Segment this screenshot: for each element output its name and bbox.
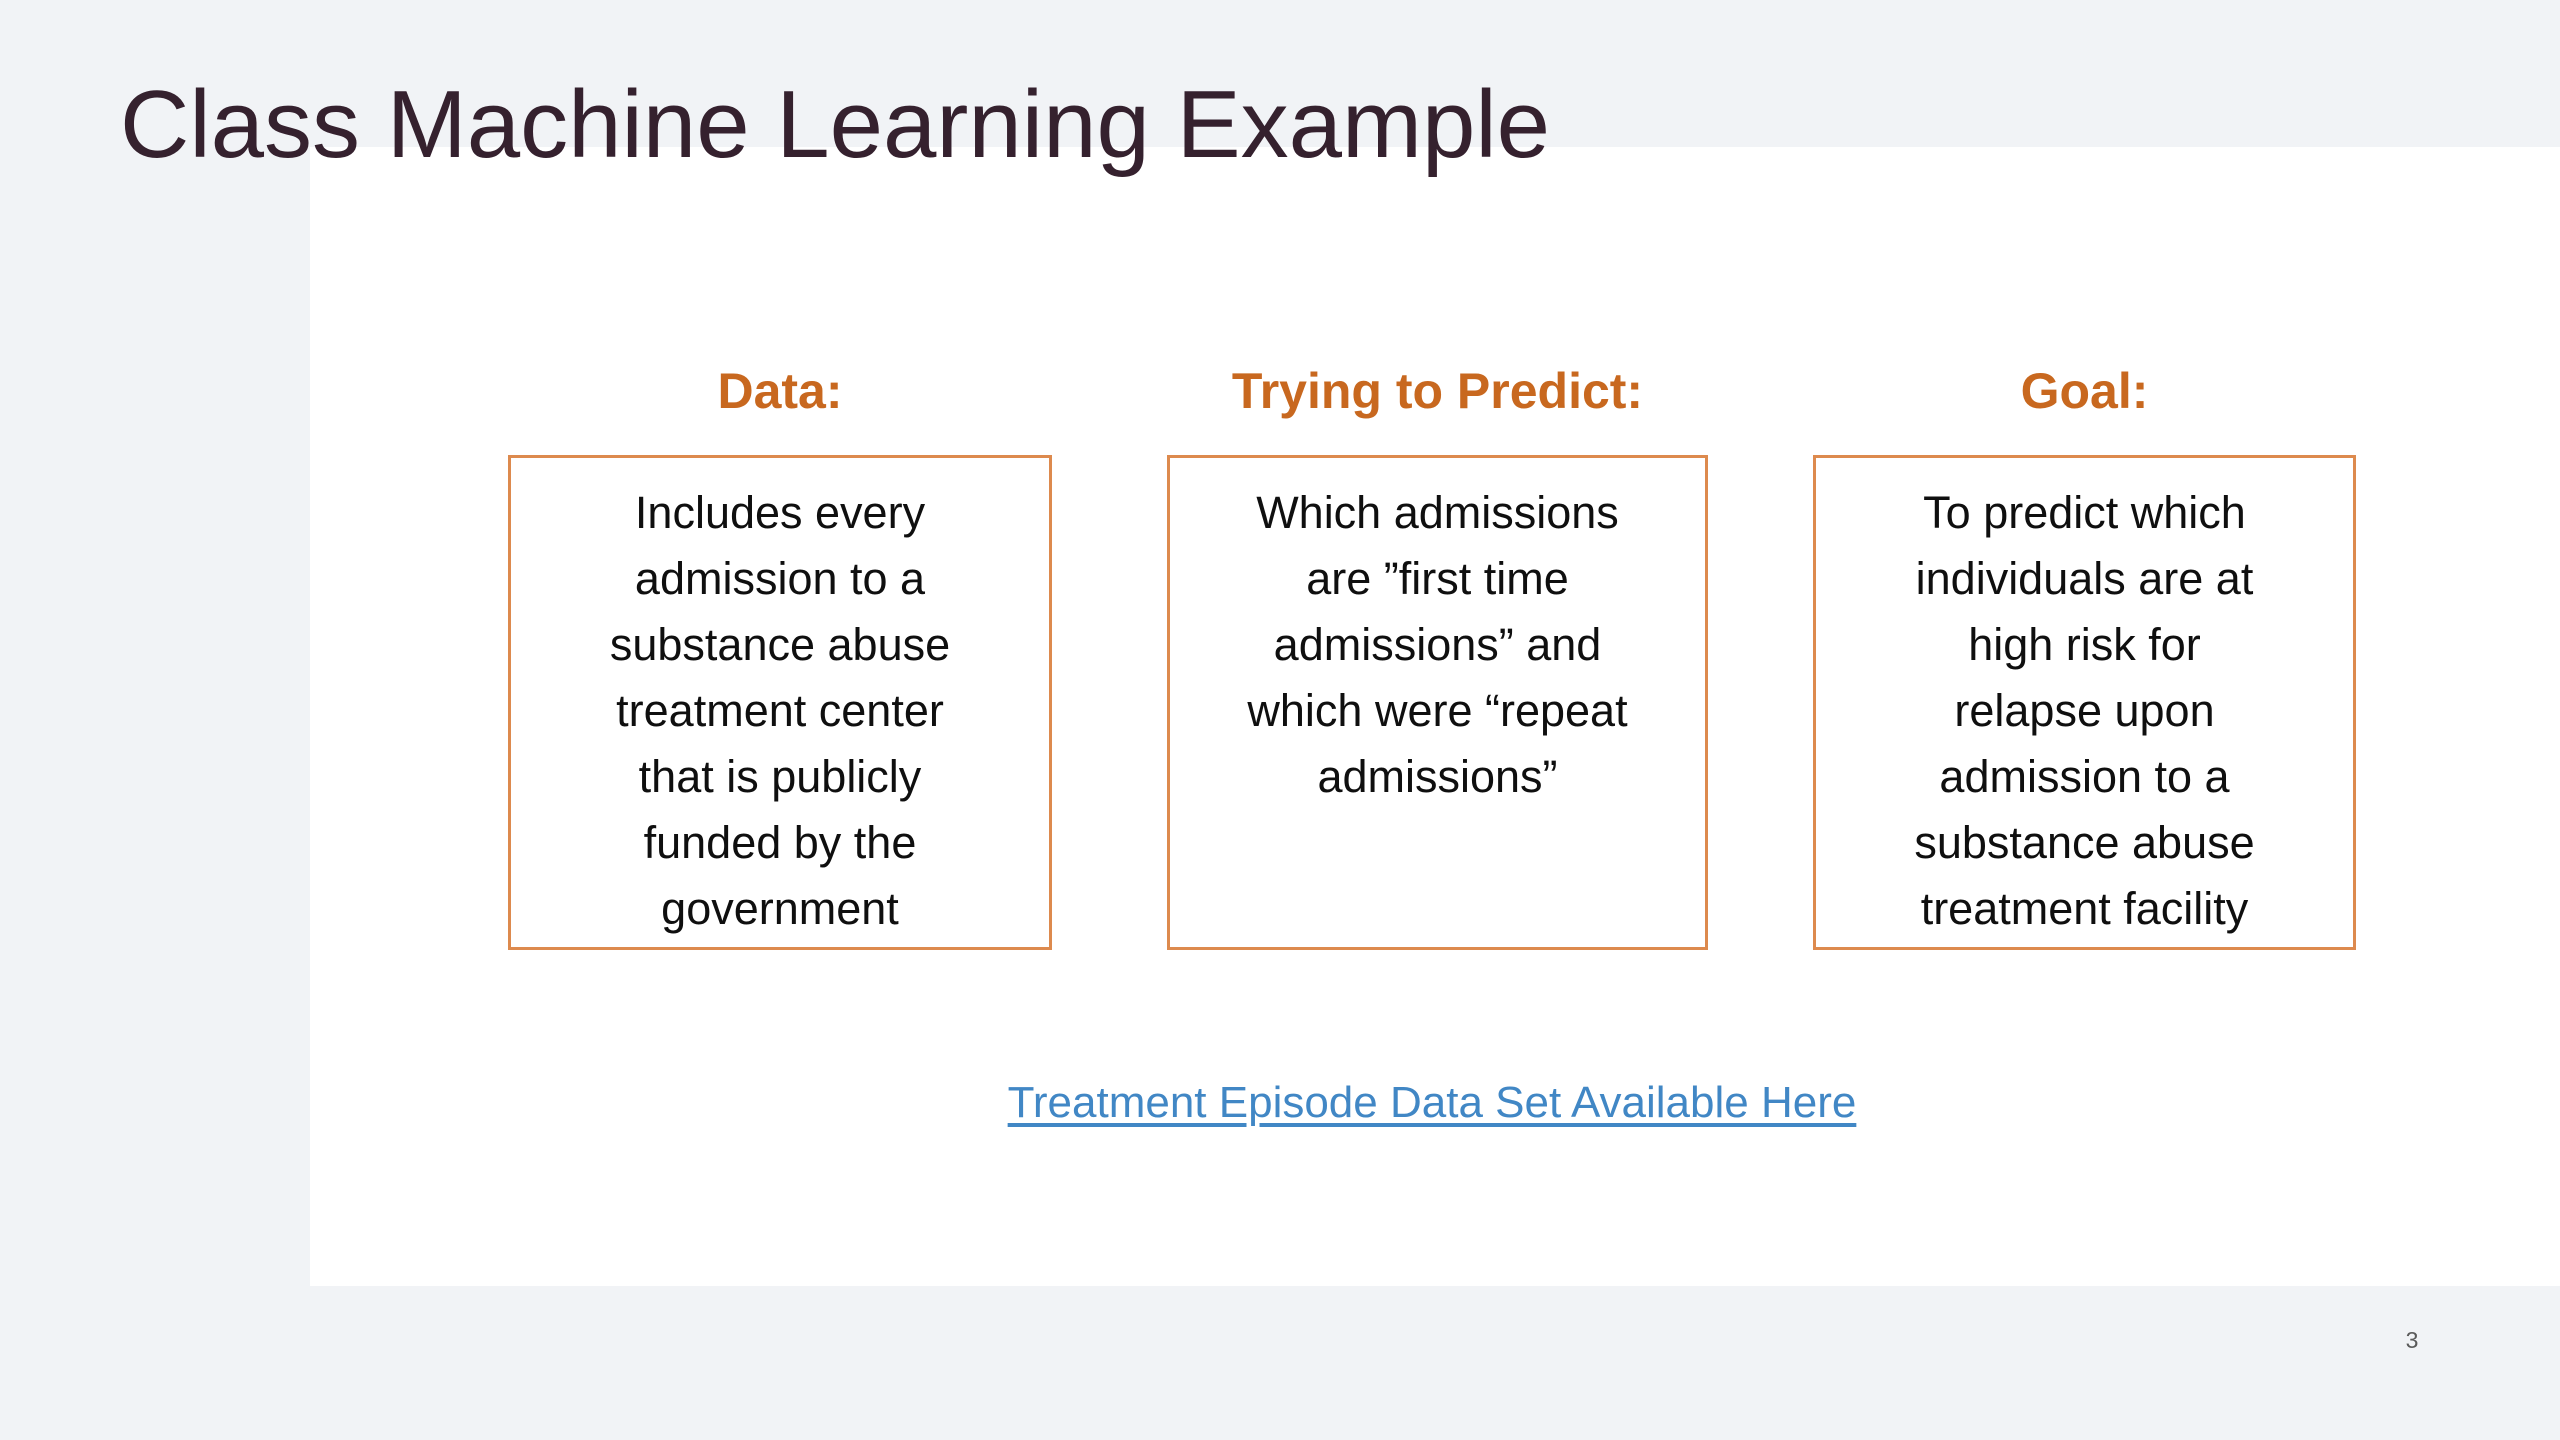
info-box-predict-text: Which admissions are ”first time admissi… [1247,487,1628,802]
info-box-predict: Which admissions are ”first time admissi… [1167,455,1708,950]
column-header-predict: Trying to Predict: [1231,363,1644,419]
slide-title: Class Machine Learning Example [120,71,1551,179]
column-goal: Goal: To predict which individuals are a… [1813,362,2356,950]
info-box-data-text: Includes every admission to a substance … [609,487,951,934]
info-box-goal-text: To predict which individuals are at high… [1914,487,2255,934]
column-header-data: Data: [717,363,843,419]
column-data: Data: Includes every admission to a subs… [508,362,1052,950]
dataset-link[interactable]: Treatment Episode Data Set Available Her… [1007,1078,1857,1127]
info-box-goal: To predict which individuals are at high… [1813,455,2356,950]
page-number: 3 [2405,1327,2419,1353]
info-box-data: Includes every admission to a substance … [508,455,1052,950]
column-predict: Trying to Predict: Which admissions are … [1167,362,1708,950]
column-header-goal: Goal: [2020,363,2149,419]
link-row: Treatment Episode Data Set Available Her… [508,1078,2356,1128]
